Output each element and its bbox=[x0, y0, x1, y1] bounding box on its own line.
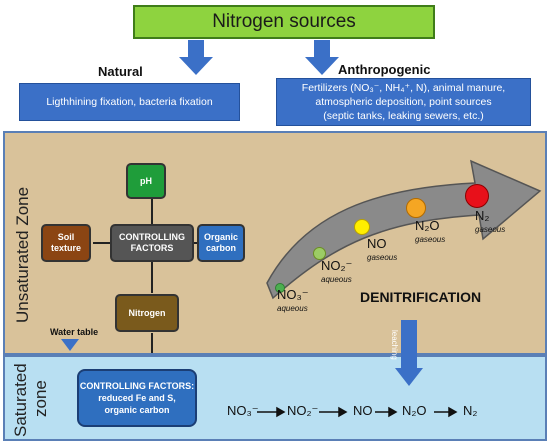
nitrogen-label: Nitrogen bbox=[128, 307, 166, 318]
water-table-icon bbox=[61, 339, 79, 351]
no-circle bbox=[354, 219, 370, 235]
unsaturated-zone: Unsaturated Zone pH CONTROLLING FACTORS … bbox=[3, 131, 547, 355]
top-arrows bbox=[179, 40, 339, 75]
anthropogenic-label: Anthropogenic bbox=[338, 62, 431, 77]
saturated-controlling-line1: CONTROLLING FACTORS: bbox=[79, 381, 195, 391]
saturated-controlling-line2: reduced Fe and S, bbox=[98, 393, 176, 403]
saturated-controlling-box: CONTROLLING FACTORS: reduced Fe and S, o… bbox=[77, 369, 197, 427]
equation-arrows bbox=[257, 406, 458, 418]
denitrification-label: DENITRIFICATION bbox=[360, 289, 482, 305]
anthropogenic-line3: (septic tanks, leaking sewers, etc.) bbox=[323, 110, 484, 122]
no3-state: aqueous bbox=[277, 304, 308, 313]
title-text: Nitrogen sources bbox=[212, 11, 356, 32]
soil-label-2: texture bbox=[50, 243, 81, 253]
water-table-label: Water table bbox=[50, 327, 99, 337]
natural-text: Ligthhining fixation, bacteria fixation bbox=[46, 96, 213, 108]
n2o-state: gaseous bbox=[415, 235, 446, 244]
nitrogen-box: Nitrogen bbox=[115, 294, 179, 332]
denitrification-arrow bbox=[266, 159, 542, 300]
controlling-factors-box: CONTROLLING FACTORS bbox=[110, 224, 194, 262]
eq-n2: N₂ bbox=[463, 403, 478, 418]
n2-label: N₂ gaseous bbox=[475, 209, 505, 237]
soil-texture-box: Soil texture bbox=[41, 224, 91, 262]
no-state: gaseous bbox=[367, 253, 398, 262]
n2-name: N₂ bbox=[475, 208, 490, 223]
organic-label-1: Organic bbox=[203, 232, 238, 242]
no-name: NO bbox=[367, 236, 387, 251]
n2o-label: N₂O gaseous bbox=[415, 219, 445, 247]
saturated-controlling-line3: organic carbon bbox=[104, 405, 170, 415]
anthropogenic-box: Fertilizers (NO₃⁻, NH₄⁺, N), animal manu… bbox=[276, 78, 531, 126]
arrow-down-anthropogenic-icon bbox=[305, 40, 339, 75]
controlling-label-2: FACTORS bbox=[130, 243, 174, 253]
no2-state: aqueous bbox=[321, 275, 352, 284]
eq-n2o: N₂O bbox=[402, 403, 427, 418]
leaching-arrow-icon bbox=[395, 320, 423, 386]
no-label: NO gaseous bbox=[367, 237, 397, 265]
organic-label-2: carbon bbox=[205, 243, 236, 253]
saturated-zone: Saturated zone CONTROLLING FACTORS: redu… bbox=[3, 355, 547, 441]
anthropogenic-line1: Fertilizers (NO₃⁻, NH₄⁺, N), animal manu… bbox=[301, 82, 506, 94]
ph-label: pH bbox=[140, 175, 152, 186]
n2-circle bbox=[465, 184, 489, 208]
eq-no: NO bbox=[353, 403, 373, 418]
n2-state: gaseous bbox=[475, 225, 506, 234]
soil-label-1: Soil bbox=[57, 232, 75, 242]
leaching-label-wrap: leaching bbox=[390, 330, 411, 360]
arrow-down-natural-icon bbox=[179, 40, 213, 75]
natural-box: Ligthhining fixation, bacteria fixation bbox=[19, 83, 240, 121]
eq-no2: NO₂⁻ bbox=[287, 403, 319, 418]
leaching-label: leaching bbox=[390, 330, 399, 360]
n2o-circle bbox=[406, 198, 426, 218]
no3-name: NO₃⁻ bbox=[277, 287, 309, 302]
organic-carbon-box: Organic carbon bbox=[197, 224, 245, 262]
natural-label: Natural bbox=[98, 64, 143, 79]
ph-box: pH bbox=[126, 163, 166, 199]
n2o-name: N₂O bbox=[415, 218, 440, 233]
no2-label: NO₂⁻ aqueous bbox=[321, 259, 352, 287]
title-box: Nitrogen sources bbox=[133, 5, 435, 39]
no2-circle bbox=[313, 247, 326, 260]
no3-label: NO₃⁻ aqueous bbox=[277, 288, 309, 316]
anthropogenic-line2: atmospheric deposition, point sources bbox=[315, 96, 492, 108]
eq-no3: NO₃⁻ bbox=[227, 403, 259, 418]
no3-circle bbox=[275, 283, 285, 293]
no2-name: NO₂⁻ bbox=[321, 258, 353, 273]
controlling-label-1: CONTROLLING bbox=[119, 232, 185, 242]
